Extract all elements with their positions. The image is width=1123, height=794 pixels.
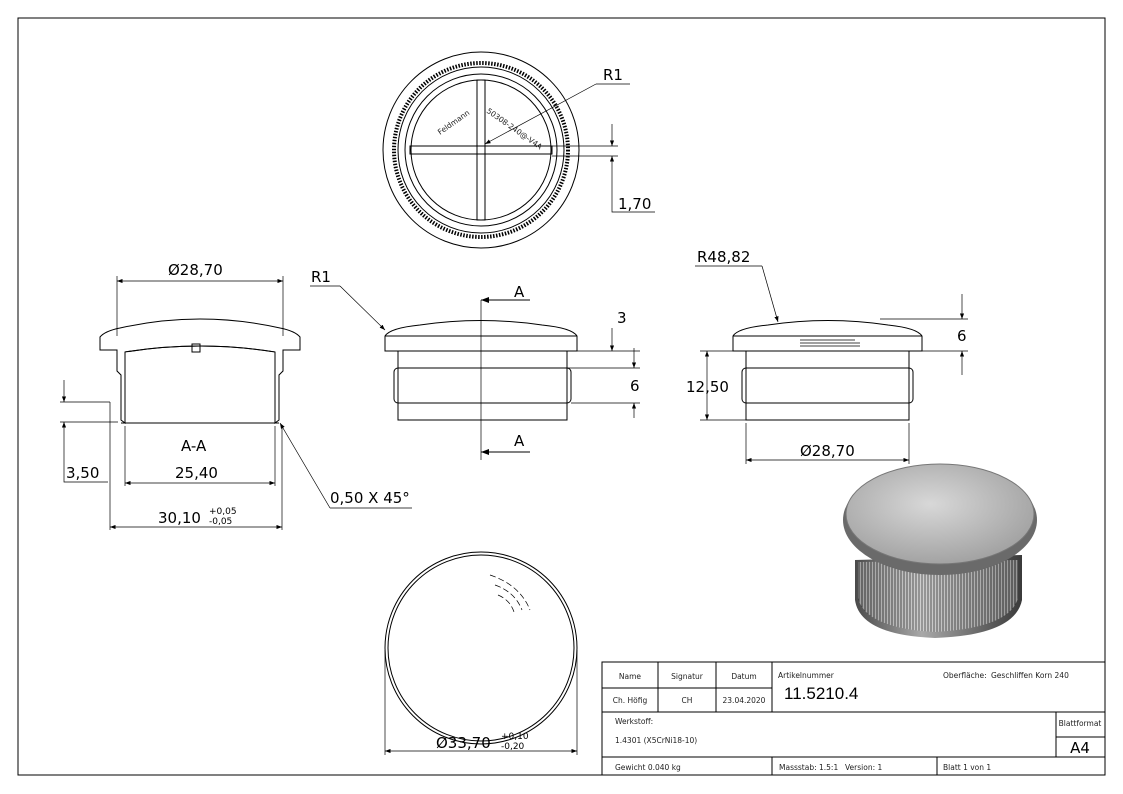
dim-knurl-height: 6: [630, 377, 640, 395]
datum: 23.04.2020: [723, 696, 766, 705]
dome-view: Ø33,70 +0,10 -0,20: [384, 551, 578, 755]
dim-r48-82: R48,82: [697, 248, 750, 266]
author-name: Ch. Höfig: [613, 696, 648, 705]
dim-side-diameter: Ø28,70: [800, 442, 855, 460]
section-view: Ø28,70 A-A 25,40 30,10 +0,05 -0,05 3,50 …: [60, 261, 412, 530]
knurl: [393, 367, 572, 404]
rib-horizontal: [409, 145, 553, 155]
blattformat-label: Blattformat: [1059, 719, 1102, 728]
dim-r1-front: R1: [311, 268, 331, 286]
cut-label-top: A: [514, 283, 525, 301]
dim-chamfer: 0,50 X 45°: [330, 489, 410, 507]
title-block: Name Signatur Datum Ch. Höfig CH 23.04.2…: [601, 661, 1106, 776]
front-view: A A R1 3 6: [310, 268, 640, 460]
signatur-header: Signatur: [671, 672, 704, 681]
dim-r1-top: R1: [603, 66, 623, 84]
sheet-border: [17, 17, 1106, 776]
tol-lower-bottom: -0,20: [501, 742, 525, 752]
oberflaeche: Geschliffen Korn 240: [991, 671, 1069, 680]
dim-rim-height: 3: [617, 309, 627, 327]
oberflaeche-label: Oberfläche:: [943, 671, 987, 680]
name-header: Name: [619, 672, 642, 681]
side-view: R48,82 6 12,50 Ø28,70: [686, 248, 968, 464]
engraving-code: 50308-240@-V4A: [485, 106, 545, 152]
dim-body-height: 12,50: [686, 378, 729, 396]
datum-header: Datum: [731, 672, 756, 681]
iso-render: [843, 463, 1037, 638]
signatur: CH: [682, 696, 693, 705]
werkstoff: 1.4301 (X5CrNi18-10): [615, 736, 697, 745]
cut-label-bottom: A: [514, 432, 525, 450]
blattformat: A4: [1070, 739, 1090, 757]
dim-outer-width: 30,10: [158, 509, 201, 527]
engraving-brand: Feldmann: [436, 108, 471, 137]
dim-outer-diameter: Ø33,70: [436, 734, 491, 752]
version: Version: 1: [845, 763, 882, 772]
rib-vertical: [476, 79, 486, 221]
dim-dome-height: 6: [957, 327, 967, 345]
artikelnummer-label: Artikelnummer: [778, 671, 835, 680]
dim-inner-width: 25,40: [175, 464, 218, 482]
dim-rib-width: 1,70: [618, 195, 651, 213]
tol-lower: -0,05: [209, 517, 232, 527]
werkstoff-label: Werkstoff:: [615, 717, 653, 726]
tol-upper-bottom: +0,10: [501, 732, 529, 742]
blatt: Blatt 1 von 1: [943, 763, 991, 772]
tol-upper: +0,05: [209, 507, 237, 517]
gewicht: Gewicht 0.040 kg: [615, 763, 681, 772]
massstab: Massstab: 1.5:1: [779, 763, 838, 772]
knurl-teeth: [392, 61, 570, 239]
dim-step-height: 3,50: [66, 464, 99, 482]
artikelnummer: 11.5210.4: [784, 684, 858, 703]
dim-diameter-28-70: Ø28,70: [168, 261, 223, 279]
section-label: A-A: [181, 437, 207, 455]
top-view: Feldmann 50308-240@-V4A R1 1,70: [382, 51, 655, 249]
